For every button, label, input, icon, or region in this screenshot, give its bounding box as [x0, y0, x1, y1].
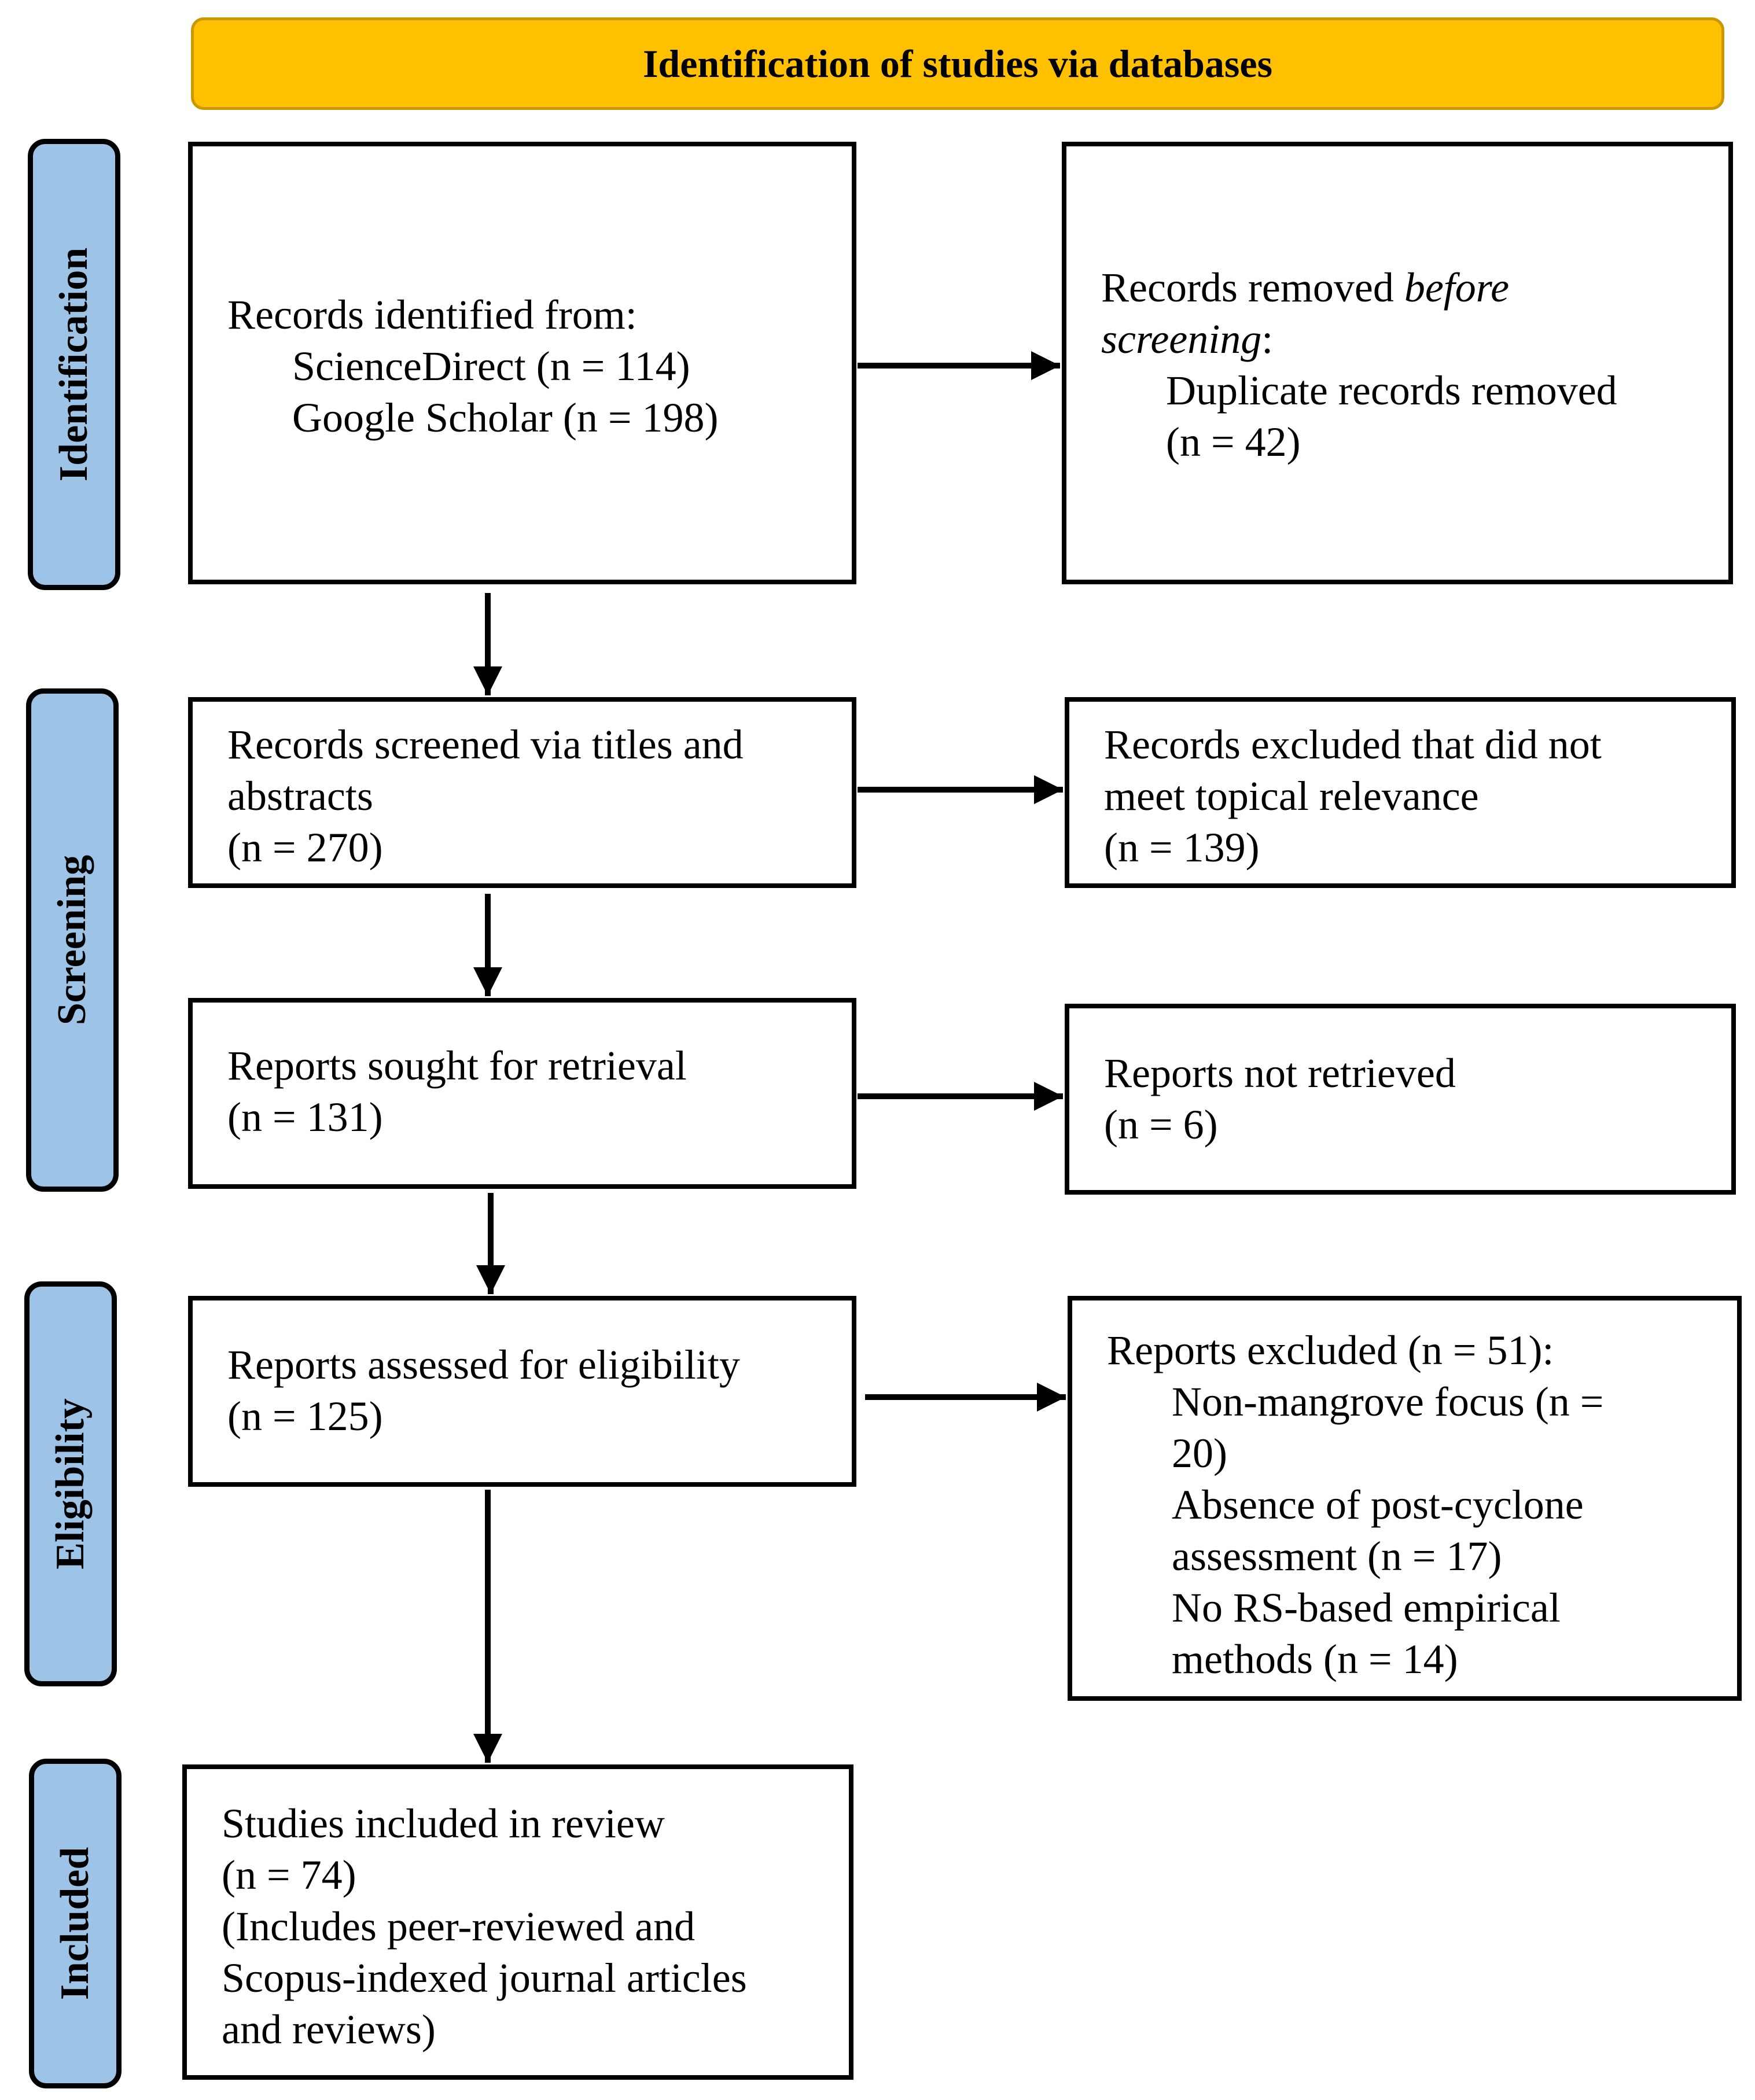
- exclusion-reason-1b: 20): [1172, 1430, 1227, 1476]
- reports-assessed-line1: Reports assessed for eligibility: [227, 1342, 740, 1388]
- phase-included: Included: [29, 1759, 122, 2088]
- records-excluded-box: Records excluded that did not meet topic…: [1065, 697, 1736, 888]
- reports-sought-line1: Reports sought for retrieval: [227, 1042, 687, 1089]
- records-removed-line2: screening:: [1101, 314, 1728, 365]
- records-screened-box: Records screened via titles and abstract…: [188, 697, 856, 888]
- phase-screening: Screening: [26, 688, 119, 1192]
- studies-included-count: (n = 74): [222, 1852, 356, 1898]
- records-screened-line1: Records screened via titles and: [227, 721, 744, 768]
- records-removed-text: Records removed: [1101, 264, 1404, 311]
- studies-included-note1: (Includes peer-reviewed and: [222, 1903, 696, 1950]
- records-excluded-line2: meet topical relevance: [1104, 773, 1479, 819]
- source-sciencedirect: ScienceDirect (n = 114): [292, 343, 690, 389]
- reports-not-retrieved-count: (n = 6): [1104, 1101, 1218, 1148]
- source-google-scholar: Google Scholar (n = 198): [292, 395, 719, 441]
- studies-included-line1: Studies included in review: [222, 1800, 665, 1847]
- exclusion-reason-3a: No RS-based empirical: [1172, 1585, 1561, 1631]
- exclusion-reason-3b: methods (n = 14): [1172, 1636, 1458, 1682]
- records-screened-line2: abstracts: [227, 773, 373, 819]
- records-removed-box: Records removed before screening: Duplic…: [1062, 142, 1733, 584]
- reports-sought-box: Reports sought for retrieval (n = 131): [188, 998, 856, 1189]
- header-title: Identification of studies via databases: [642, 41, 1273, 86]
- studies-included-box: Studies included in review (n = 74) (Inc…: [182, 1764, 853, 2080]
- records-screened-count: (n = 270): [227, 824, 383, 871]
- header-banner: Identification of studies via databases: [191, 17, 1724, 110]
- studies-included-note2: Scopus-indexed journal articles: [222, 1955, 747, 2001]
- exclusion-reason-2a: Absence of post-cyclone: [1172, 1482, 1584, 1528]
- reports-sought-count: (n = 131): [227, 1094, 383, 1140]
- exclusion-reason-1a: Non-mangrove focus (n =: [1172, 1379, 1604, 1425]
- phase-identification: Identification: [28, 139, 120, 590]
- reports-excluded-box: Reports excluded (n = 51): Non-mangrove …: [1068, 1296, 1742, 1701]
- reports-not-retrieved-box: Reports not retrieved (n = 6): [1065, 1004, 1736, 1195]
- records-excluded-line1: Records excluded that did not: [1104, 721, 1602, 768]
- records-excluded-count: (n = 139): [1104, 824, 1260, 871]
- studies-included-note3: and reviews): [222, 2006, 436, 2053]
- duplicate-records-label: Duplicate records removed: [1166, 367, 1617, 414]
- colon-text: :: [1261, 316, 1274, 362]
- reports-excluded-heading: Reports excluded (n = 51):: [1107, 1327, 1554, 1373]
- exclusion-reason-2b: assessment (n = 17): [1172, 1533, 1502, 1579]
- screening-emphasis: screening: [1101, 316, 1262, 362]
- reports-not-retrieved-line1: Reports not retrieved: [1104, 1050, 1456, 1096]
- records-identified-heading: Records identified from:: [227, 292, 637, 338]
- reports-assessed-count: (n = 125): [227, 1393, 383, 1439]
- phase-eligibility: Eligibility: [24, 1281, 117, 1686]
- before-emphasis: before: [1404, 264, 1510, 311]
- records-identified-box: Records identified from: ScienceDirect (…: [188, 142, 856, 584]
- records-removed-line1: Records removed before: [1101, 262, 1728, 314]
- reports-assessed-box: Reports assessed for eligibility (n = 12…: [188, 1296, 856, 1487]
- duplicate-records-count: (n = 42): [1166, 419, 1301, 465]
